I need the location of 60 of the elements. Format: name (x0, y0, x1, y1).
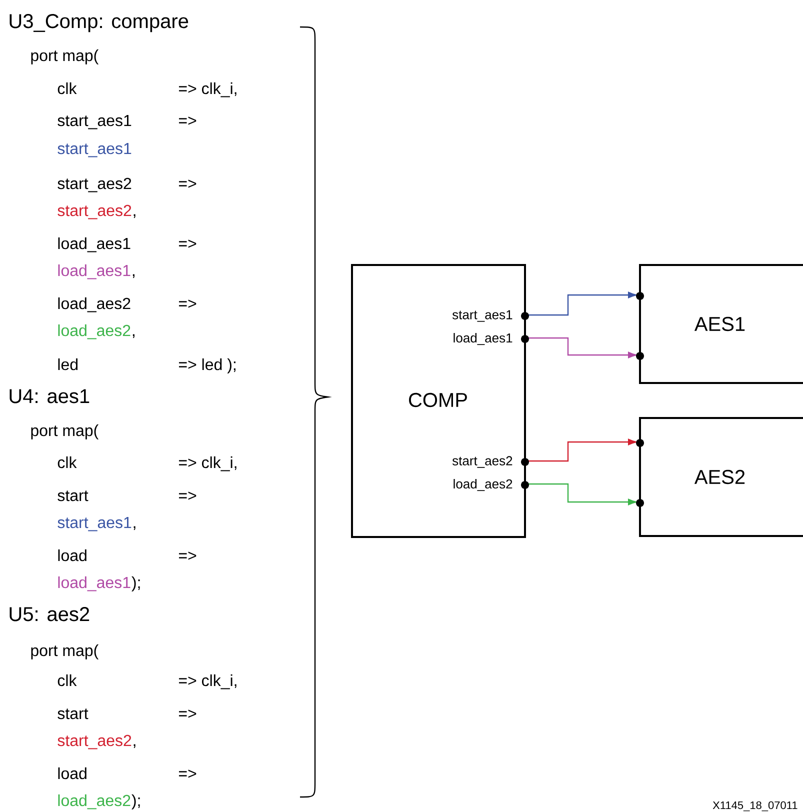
code-line: start_aes2 (58, 734, 132, 750)
code-line: ); (132, 576, 140, 592)
code-line: start_aes1 (58, 517, 132, 532)
code-line: => led ); (178, 358, 236, 374)
code-line: clk (58, 456, 77, 468)
code-line: => (178, 770, 196, 778)
code-line: , (134, 214, 136, 218)
arrow (526, 292, 637, 316)
code-line: load_aes2 (58, 297, 130, 312)
code-line: => (178, 300, 196, 308)
code-line: => (178, 180, 196, 188)
port-label: load_aes1 (454, 333, 512, 346)
code-line: port map( (31, 49, 99, 64)
code-line: load (58, 767, 86, 780)
code-line: port map( (31, 424, 99, 440)
code-line: => clk_i, (178, 82, 236, 98)
code-line: ); (132, 794, 140, 810)
code-line: , (132, 334, 134, 338)
code-line: => (178, 552, 196, 560)
code-line: load_aes2 (58, 324, 130, 340)
code-line: => (178, 492, 196, 500)
port-label: start_aes2 (452, 456, 512, 468)
block-label: COMP (409, 392, 467, 408)
code-line: load_aes1 (58, 576, 130, 592)
code-heading: U4: aes1 (10, 389, 90, 404)
code-heading: U3_Comp: compare (10, 14, 188, 32)
port-label: load_aes2 (454, 479, 512, 492)
arrow (526, 337, 637, 358)
code-line: load_aes1 (58, 264, 130, 280)
aes-block (639, 264, 803, 384)
code-line: => clk_i, (178, 456, 236, 472)
code-line: start_aes1 (58, 115, 132, 130)
code-line: clk (58, 674, 77, 686)
code-line: start (58, 708, 88, 720)
code-line: port map( (31, 644, 99, 660)
code-line: => clk_i, (178, 674, 236, 690)
code-line: => (178, 116, 196, 125)
code-line: start_aes2 (58, 204, 132, 220)
code-line: start_aes1 (58, 143, 132, 158)
port-label: start_aes1 (452, 310, 512, 322)
code-line: led (58, 358, 78, 370)
block-label: AES2 (694, 470, 745, 484)
aes-block (639, 417, 803, 537)
code-heading: U5: aes2 (10, 607, 90, 622)
code-line: , (134, 744, 136, 748)
code-line: load_aes2 (58, 794, 130, 810)
figure-id: X1145_18_07011 (712, 801, 798, 812)
block-label: AES1 (694, 316, 745, 332)
code-line: load (58, 549, 86, 562)
code-line: , (132, 274, 134, 278)
code-line: => (178, 240, 196, 248)
code-line: start (58, 490, 88, 502)
code-line: start_aes2 (58, 178, 132, 192)
code-line: load_aes1 (58, 237, 130, 252)
arrow (526, 483, 637, 506)
code-line: , (134, 526, 136, 530)
comp-block (351, 264, 526, 538)
arrow (526, 438, 637, 462)
code-line: clk (58, 82, 77, 94)
code-line: => (178, 710, 196, 718)
